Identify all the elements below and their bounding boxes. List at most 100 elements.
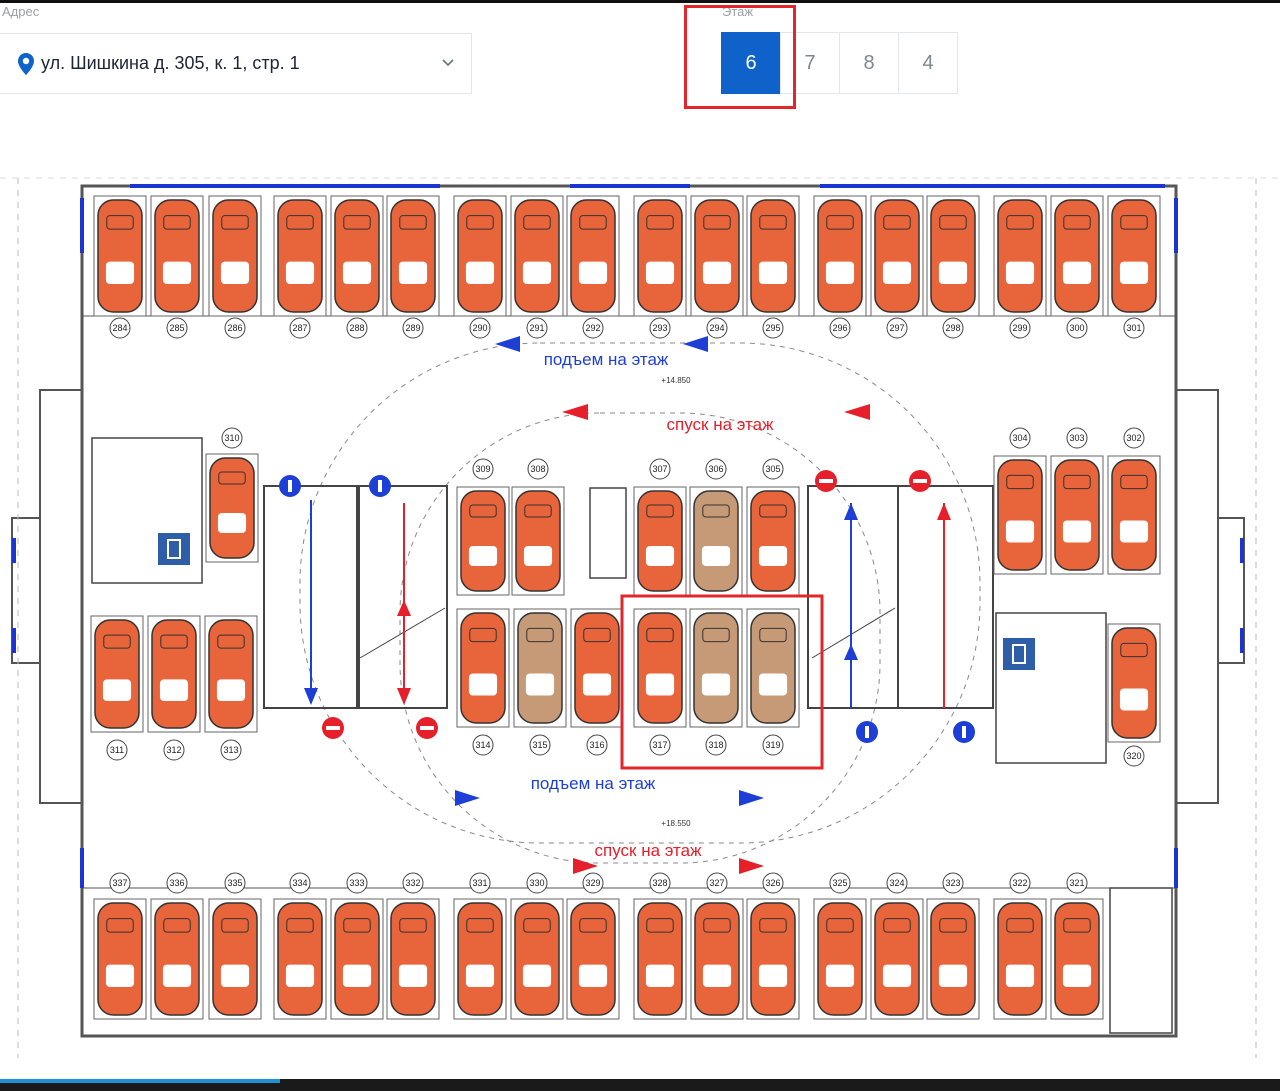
parking-spot-top-291	[510, 195, 564, 317]
floor-tabs: 6 7 8 4	[721, 32, 958, 94]
spot-number-circle	[472, 458, 494, 480]
parking-spot-bottom-334	[273, 898, 327, 1020]
parking-spot-top-288	[330, 195, 384, 317]
parking-spot-right-303	[1050, 455, 1104, 575]
spot-number-circle	[346, 872, 368, 894]
spot-number-circle	[1123, 427, 1145, 449]
parking-spot-right-302	[1107, 455, 1161, 575]
no-entry-sign-icon	[322, 717, 344, 739]
parking-spot-bottom-327	[690, 898, 744, 1020]
parking-spot-top-295	[746, 195, 800, 317]
parking-spot-top-292	[566, 195, 620, 317]
spot-number-circle	[886, 317, 908, 339]
spot-number: 302	[1126, 433, 1141, 443]
parking-spot-center-305	[746, 486, 800, 596]
parking-spot-left-313	[204, 615, 258, 733]
parking-spot-center-319	[746, 608, 800, 728]
traffic-signs	[279, 470, 975, 743]
spot-number: 284	[112, 323, 127, 333]
parking-spot-top-293	[633, 195, 687, 317]
spot-number-circle	[762, 317, 784, 339]
parking-spot-center-308	[511, 486, 565, 596]
spot-number-circle	[1066, 872, 1088, 894]
ramp-arrows	[304, 500, 951, 708]
parking-spot-bottom-333	[330, 898, 384, 1020]
parking-spot-bottom-323	[926, 898, 980, 1020]
spot-number-circle	[829, 317, 851, 339]
parking-spot-right-320	[1107, 623, 1161, 743]
spot-number-circle	[402, 872, 424, 894]
address-select[interactable]: ул. Шишкина д. 305, к. 1, стр. 1	[0, 33, 472, 94]
spot-number-circle	[705, 734, 727, 756]
parking-spot-center-307	[633, 486, 687, 596]
spot-number: 323	[945, 878, 960, 888]
parking-spot-bottom-332	[386, 898, 440, 1020]
parking-spot-bottom-328	[633, 898, 687, 1020]
parking-spot-top-300	[1050, 195, 1104, 317]
spot-number: 308	[530, 464, 545, 474]
spot-number-circle	[109, 872, 131, 894]
parking-spot-left-311	[90, 615, 144, 733]
chevron-down-icon	[442, 59, 454, 67]
spot-number: 311	[110, 745, 124, 755]
spot-number-circle	[829, 872, 851, 894]
up-label-bottom: подъем на этаж	[531, 774, 656, 793]
active-floor-highlight	[684, 5, 796, 109]
spot-number: 304	[1012, 433, 1027, 443]
parking-spot-center-309	[456, 486, 510, 596]
floor-tab-4[interactable]: 4	[898, 32, 958, 94]
flow-arrows	[455, 336, 870, 874]
parking-spot-center-316	[570, 608, 624, 728]
elevator-icon	[158, 533, 1035, 670]
parking-spot-bottom-337	[93, 898, 147, 1020]
spot-number-circle	[289, 872, 311, 894]
floor-tab-8[interactable]: 8	[839, 32, 899, 94]
spot-number: 312	[166, 745, 181, 755]
spot-number: 321	[1069, 878, 1084, 888]
blue-wall-marks	[12, 184, 1244, 888]
spot-number: 324	[889, 878, 904, 888]
spot-number-circle	[163, 739, 185, 761]
down-label-bottom: спуск на этаж	[595, 841, 703, 860]
spot-number: 299	[1012, 323, 1027, 333]
up-label-top: подъем на этаж	[544, 350, 669, 369]
spot-number-circle	[762, 734, 784, 756]
bottom-bar-accent	[0, 1079, 280, 1083]
spot-number: 287	[292, 323, 307, 333]
spot-number: 317	[652, 740, 667, 750]
parking-spot-bottom-324	[870, 898, 924, 1020]
spot-number-circle	[582, 317, 604, 339]
spot-number: 305	[765, 464, 780, 474]
spot-number-circle	[1009, 317, 1031, 339]
spot-number: 292	[585, 323, 600, 333]
spot-number-circle	[472, 734, 494, 756]
spot-number-circle	[705, 458, 727, 480]
spot-number-circle	[469, 317, 491, 339]
spot-number-circle	[106, 739, 128, 761]
spot-number-circle	[221, 427, 243, 449]
parking-spot-top-286	[208, 195, 262, 317]
spot-number: 307	[652, 464, 667, 474]
spot-number-circle	[402, 317, 424, 339]
spot-number: 286	[227, 323, 242, 333]
spot-number: 330	[529, 878, 544, 888]
spot-number-circle	[526, 317, 548, 339]
spot-number: 327	[709, 878, 724, 888]
down-label-top: спуск на этаж	[667, 415, 775, 434]
parking-spot-top-301	[1107, 195, 1161, 317]
utility-rooms	[91, 437, 1173, 1034]
parking-spot-top-298	[926, 195, 980, 317]
spot-number: 306	[708, 464, 723, 474]
spot-number: 328	[652, 878, 667, 888]
spot-number-circle	[762, 872, 784, 894]
spot-number: 335	[227, 878, 242, 888]
spot-number-circle	[649, 317, 671, 339]
parking-spot-bottom-331	[453, 898, 507, 1020]
parking-spot-top-284	[93, 195, 147, 317]
parking-spot-center-314	[456, 608, 510, 728]
spot-number: 293	[652, 323, 667, 333]
spot-number: 314	[475, 740, 490, 750]
spot-number-circle	[1009, 427, 1031, 449]
spot-number: 325	[832, 878, 847, 888]
parking-spot-bottom-330	[510, 898, 564, 1020]
